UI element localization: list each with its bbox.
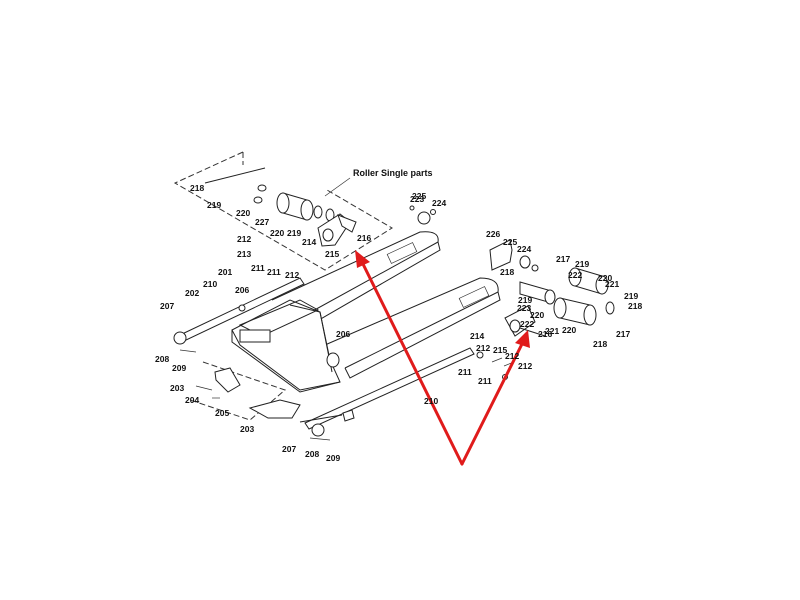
part-number-label: 220 <box>530 310 544 320</box>
part-number-label: 212 <box>237 234 251 244</box>
part-number-label: 219 <box>287 228 301 238</box>
part-number-label: 227 <box>255 217 269 227</box>
part-number-label: 226 <box>486 229 500 239</box>
part-number-label: 207 <box>160 301 174 311</box>
part-number-label: 210 <box>424 396 438 406</box>
part-number-label: 208 <box>305 449 319 459</box>
part-number-label: 224 <box>517 244 531 254</box>
part-number-label: 216 <box>357 233 371 243</box>
part-number-label: 206 <box>336 329 350 339</box>
part-number-label: 218 <box>628 301 642 311</box>
part-number-label: 218 <box>500 267 514 277</box>
part-number-label: 218 <box>593 339 607 349</box>
part-number-label: 205 <box>215 408 229 418</box>
part-number-label: 208 <box>155 354 169 364</box>
part-number-label: 212 <box>505 351 519 361</box>
part-number-label: 219 <box>624 291 638 301</box>
fork-frame <box>231 231 501 393</box>
part-number-label: 211 <box>458 367 472 377</box>
part-number-label: 212 <box>285 270 299 280</box>
part-number-label: 217 <box>556 254 570 264</box>
part-number-label: 218 <box>190 183 204 193</box>
part-number-label: 214 <box>302 237 316 247</box>
part-number-label: 225 <box>412 191 426 201</box>
part-number-label: 203 <box>170 383 184 393</box>
part-number-label: 220 <box>236 208 250 218</box>
part-number-label: 207 <box>282 444 296 454</box>
part-number-label: 220 <box>270 228 284 238</box>
part-callouts: 2012022032032042052062062072072082082092… <box>155 183 642 463</box>
part-number-label: 209 <box>172 363 186 373</box>
part-number-label: 219 <box>518 295 532 305</box>
roller-parts-inset: Roller Single parts <box>173 151 433 271</box>
part-number-label: 202 <box>185 288 199 298</box>
part-number-label: 215 <box>325 249 339 259</box>
part-number-label: 213 <box>237 249 251 259</box>
part-number-label: 210 <box>203 279 217 289</box>
part-number-label: 203 <box>240 424 254 434</box>
part-number-label: 212 <box>476 343 490 353</box>
inset-title: Roller Single parts <box>353 168 433 178</box>
push-rods <box>173 277 475 437</box>
part-number-label: 212 <box>518 361 532 371</box>
part-number-label: 216 <box>538 329 552 339</box>
part-number-label: 211 <box>478 376 492 386</box>
part-number-label: 217 <box>616 329 630 339</box>
part-number-label: 221 <box>605 279 619 289</box>
part-number-label: 219 <box>207 200 221 210</box>
part-number-label: 201 <box>218 267 232 277</box>
part-number-label: 206 <box>235 285 249 295</box>
right-wheel-assembly <box>476 239 615 380</box>
part-number-label: 223 <box>517 303 531 313</box>
lower-linkage <box>179 349 331 441</box>
part-number-label: 211 <box>251 263 265 273</box>
part-number-label: 220 <box>562 325 576 335</box>
top-wheel <box>409 205 436 225</box>
part-number-label: 209 <box>326 453 340 463</box>
part-number-label: 211 <box>267 267 281 277</box>
part-number-label: 224 <box>432 198 446 208</box>
part-number-label: 221 <box>545 326 559 336</box>
highlight-arrows <box>355 250 530 466</box>
part-number-label: 204 <box>185 395 199 405</box>
part-number-label: 219 <box>575 259 589 269</box>
part-number-label: 215 <box>493 345 507 355</box>
part-number-label: 223 <box>410 194 424 204</box>
part-number-label: 214 <box>470 331 484 341</box>
part-number-label: 225 <box>503 237 517 247</box>
part-number-label: 222 <box>520 319 534 329</box>
part-number-label: 220 <box>598 273 612 283</box>
part-number-label: 222 <box>568 270 582 280</box>
